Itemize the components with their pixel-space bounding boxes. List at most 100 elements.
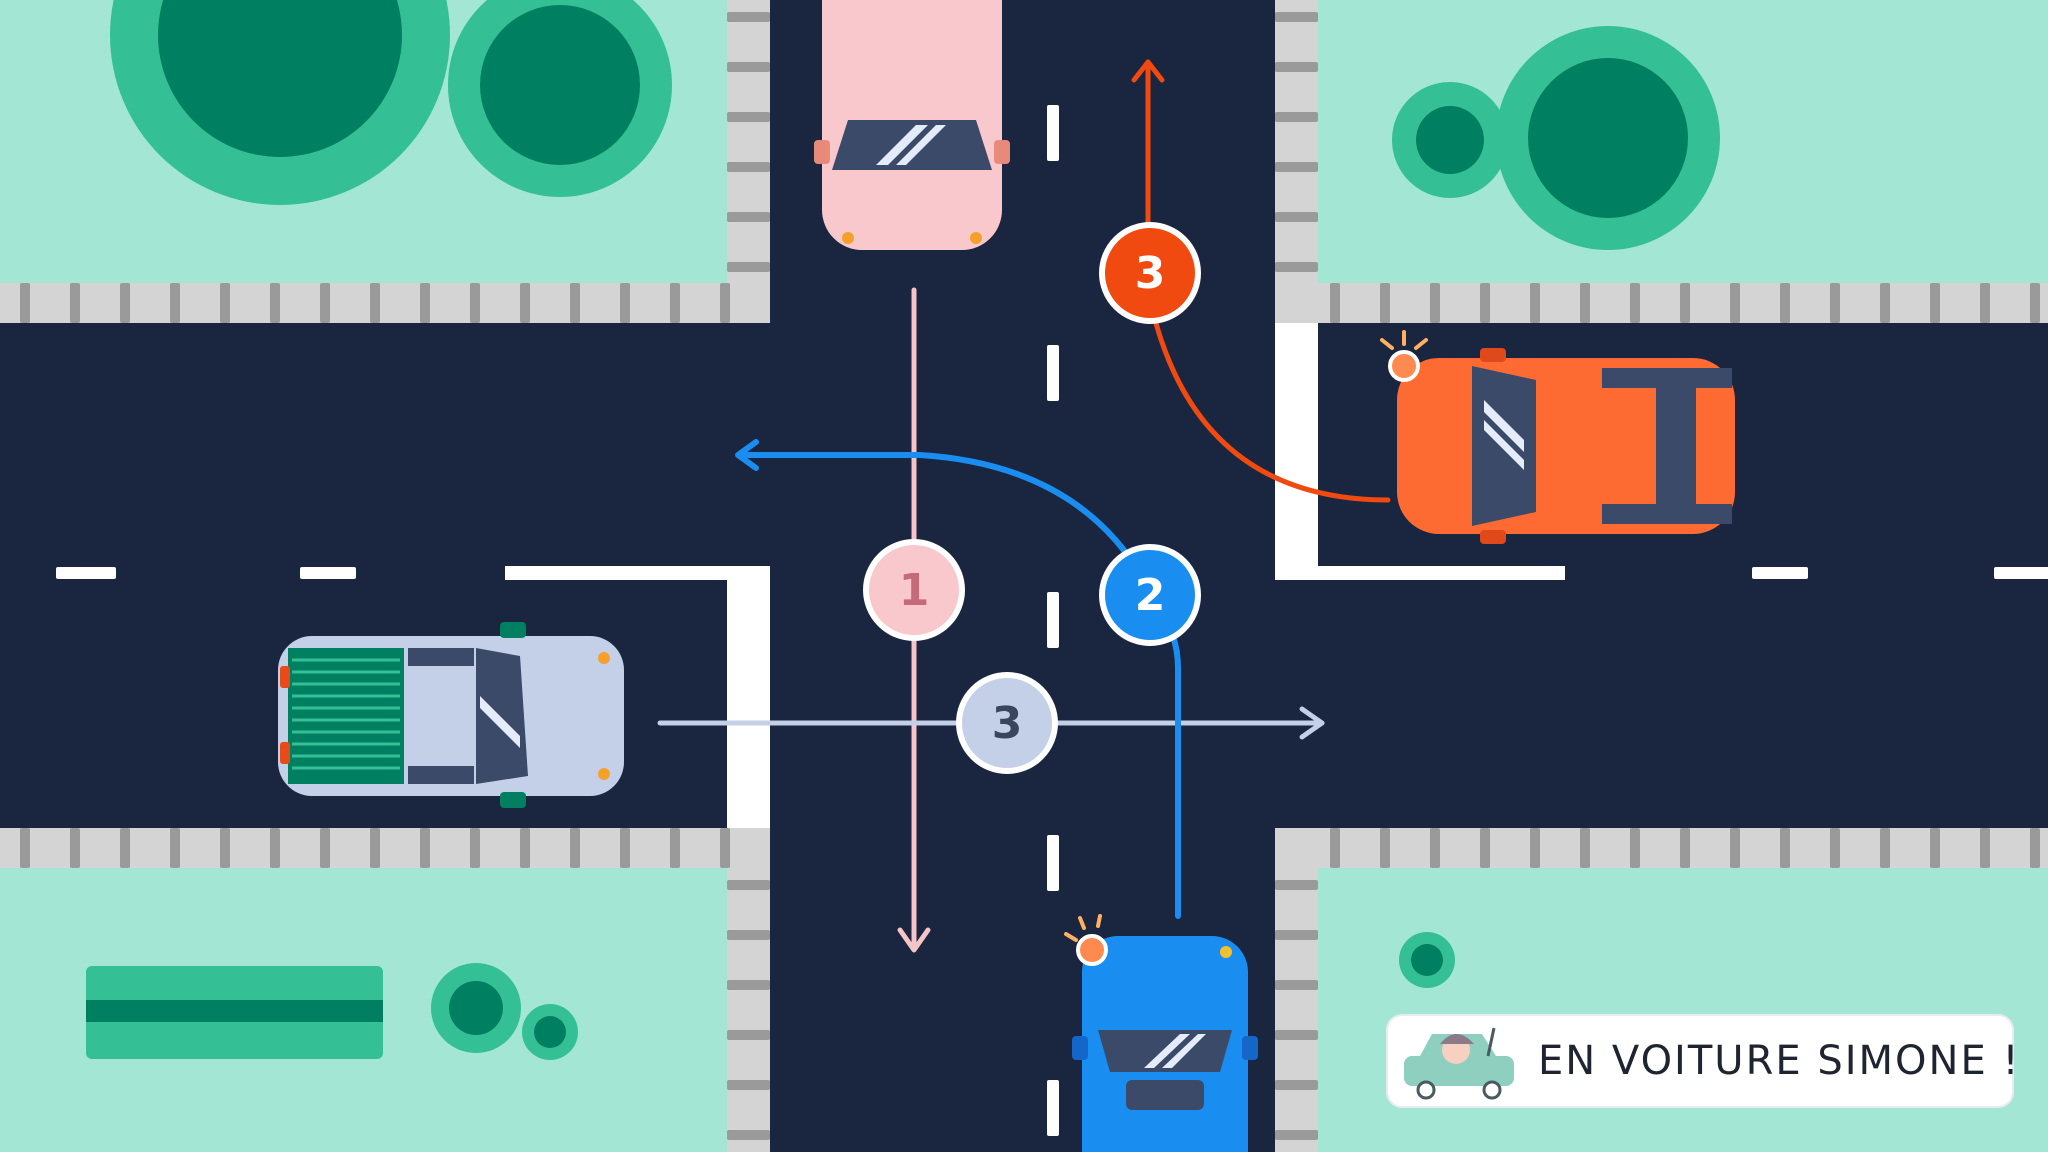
curb-tick xyxy=(2030,828,2040,868)
badge-path-2: 2 xyxy=(1099,544,1201,646)
curb-tick xyxy=(1275,880,1318,890)
curb-tick xyxy=(1275,930,1318,940)
curb-tick xyxy=(1480,828,1490,868)
svg-text:3: 3 xyxy=(1135,248,1166,299)
curb-tick xyxy=(1880,828,1890,868)
curb-tick xyxy=(1780,283,1790,323)
bush-bottom-left-2 xyxy=(522,1004,578,1060)
curb-tick xyxy=(1275,212,1318,222)
curb-tick xyxy=(1275,162,1318,172)
curb-ticks xyxy=(20,12,2040,1140)
car-top-pink xyxy=(814,0,1010,250)
curb-tick xyxy=(1580,828,1590,868)
curb-tick xyxy=(20,828,30,868)
curb-tick xyxy=(570,828,580,868)
curb-tick xyxy=(470,828,480,868)
badge-path-3-orange: 3 xyxy=(1099,222,1201,324)
curb-tick xyxy=(727,1080,770,1090)
curb-tick xyxy=(2030,283,2040,323)
curb-tick xyxy=(1275,1130,1318,1140)
curb-tick xyxy=(1930,828,1940,868)
curb-tick xyxy=(1680,283,1690,323)
curb-tick xyxy=(120,828,130,868)
center-dash xyxy=(1047,105,1059,161)
curb-tick xyxy=(320,283,330,323)
center-dash xyxy=(1047,345,1059,401)
curb-tick xyxy=(1380,283,1390,323)
curb-tick xyxy=(420,828,430,868)
curb-tick xyxy=(727,162,770,172)
curb-tick xyxy=(1430,828,1440,868)
curb-tick xyxy=(1980,283,1990,323)
curb-tick xyxy=(1630,283,1640,323)
svg-text:2: 2 xyxy=(1135,570,1166,621)
badge-path-1: 1 xyxy=(863,539,965,641)
road-markings xyxy=(56,105,2048,1136)
hedge-bottom-left xyxy=(86,966,383,1059)
tree-top-right-small xyxy=(1392,82,1508,198)
tree-top-left-large xyxy=(110,0,450,205)
curb-tick xyxy=(220,828,230,868)
curb-tick xyxy=(620,283,630,323)
curb-tick xyxy=(727,12,770,22)
car-bottom-blue xyxy=(1064,914,1258,1152)
curb-tick xyxy=(420,283,430,323)
curb-tick xyxy=(727,1030,770,1040)
curb-tick xyxy=(1830,828,1840,868)
curb-tick xyxy=(727,880,770,890)
path-3-orange-arrow xyxy=(1131,59,1391,503)
curb-tick xyxy=(20,283,30,323)
curb-tick xyxy=(520,283,530,323)
curb-tick xyxy=(470,283,480,323)
brand-name: EN VOITURE SIMONE ! xyxy=(1538,1038,2021,1084)
curb-tick xyxy=(270,828,280,868)
trees xyxy=(86,0,1720,1060)
bush-bottom-left-1 xyxy=(431,963,521,1053)
curb-tick xyxy=(70,283,80,323)
curb-tick xyxy=(1730,828,1740,868)
curb-tick xyxy=(1530,828,1540,868)
curb-tick xyxy=(620,828,630,868)
curb-tick xyxy=(1275,262,1318,272)
curb-tick xyxy=(170,828,180,868)
car-right-orange xyxy=(1380,330,1735,544)
curb-tick xyxy=(220,283,230,323)
curb-tick xyxy=(1275,1030,1318,1040)
curb-tick xyxy=(320,828,330,868)
curb-tick xyxy=(1930,283,1940,323)
svg-text:3: 3 xyxy=(992,698,1023,749)
brand-car-icon xyxy=(1404,1027,1514,1100)
center-dash xyxy=(1994,567,2048,579)
svg-text:1: 1 xyxy=(899,565,930,616)
curb-tick xyxy=(570,283,580,323)
curb-tick xyxy=(670,828,680,868)
center-dash xyxy=(56,567,116,579)
center-dash xyxy=(1047,592,1059,648)
curb-tick xyxy=(1980,828,1990,868)
curb-tick xyxy=(670,283,680,323)
curb-tick xyxy=(1330,283,1340,323)
car-left-pickup-grey xyxy=(278,622,624,808)
curb-tick xyxy=(1830,283,1840,323)
curb-tick xyxy=(727,1130,770,1140)
curb-tick xyxy=(1275,980,1318,990)
center-dash xyxy=(1752,567,1808,579)
brand-badge: EN VOITURE SIMONE ! xyxy=(1388,1016,2018,1106)
curb-tick xyxy=(1275,62,1318,72)
curb-tick xyxy=(120,283,130,323)
curb-tick xyxy=(1275,12,1318,22)
curb-tick xyxy=(727,262,770,272)
curb-tick xyxy=(1630,828,1640,868)
curb-tick xyxy=(727,980,770,990)
curb-tick xyxy=(1275,112,1318,122)
center-dash xyxy=(1047,835,1059,891)
curb-tick xyxy=(520,828,530,868)
curb-tick xyxy=(370,828,380,868)
curb-tick xyxy=(1330,828,1340,868)
lane-line-right xyxy=(1275,566,1565,580)
curb-tick xyxy=(1530,283,1540,323)
curb-tick xyxy=(720,283,730,323)
curb-tick xyxy=(1780,828,1790,868)
tree-top-right-large xyxy=(1496,26,1720,250)
